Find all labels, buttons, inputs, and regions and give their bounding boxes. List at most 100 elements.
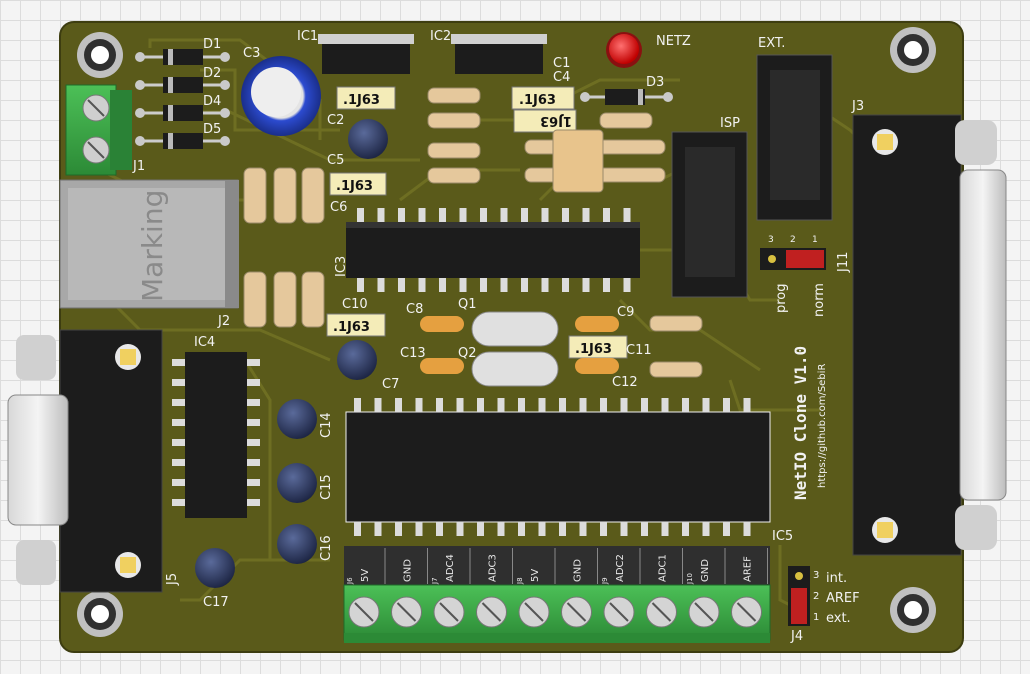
ic5-pin bbox=[743, 398, 751, 412]
rj45-marking: Marking bbox=[136, 190, 169, 302]
ic5-pin bbox=[723, 398, 730, 412]
label-ext: EXT. bbox=[758, 36, 785, 51]
j11-prog: prog bbox=[774, 283, 789, 313]
label-c14: C14 bbox=[319, 412, 334, 438]
ic3-pin bbox=[541, 278, 549, 292]
ic3-pin bbox=[459, 208, 467, 222]
label-j3: J3 bbox=[851, 99, 864, 114]
ic5-dip bbox=[345, 411, 771, 523]
ic4-pin bbox=[172, 439, 185, 446]
label-j2: J2 bbox=[217, 314, 230, 329]
board-title: NetIO Clone V1.0 bbox=[791, 346, 810, 500]
cap-value-1: .1J63 bbox=[343, 93, 380, 108]
ic3-pin bbox=[603, 278, 610, 292]
ic5-pin bbox=[559, 522, 566, 536]
ic3-pin bbox=[582, 278, 590, 292]
db9-connector-j5 bbox=[7, 329, 163, 593]
label-ic1: IC1 bbox=[297, 29, 318, 44]
header-ext bbox=[756, 54, 833, 221]
ic5-pin bbox=[436, 522, 443, 536]
ic5-pin bbox=[415, 522, 423, 536]
board-url: https://github.com/SebiR bbox=[817, 364, 828, 488]
ic5-pin bbox=[743, 522, 751, 536]
ic3-pin bbox=[562, 208, 569, 222]
j11-pin2: 2 bbox=[790, 235, 796, 245]
label-netz: NETZ bbox=[656, 34, 691, 49]
j4-pin1: 1 bbox=[813, 612, 819, 623]
jumper-j11 bbox=[760, 248, 826, 270]
ic3-pin bbox=[480, 278, 487, 292]
ic4-pin bbox=[247, 399, 260, 406]
terminal-screw-slot bbox=[694, 602, 714, 622]
ic3-pin bbox=[521, 278, 528, 292]
label-d4: D4 bbox=[203, 94, 221, 109]
ic3-pin bbox=[357, 208, 364, 222]
ic5-pin bbox=[354, 522, 361, 536]
label-c11: C11 bbox=[626, 343, 652, 358]
label-ic2: IC2 bbox=[430, 29, 451, 44]
ic5-pin bbox=[538, 398, 546, 412]
label-q2: Q2 bbox=[458, 346, 477, 361]
ic3-pin bbox=[500, 278, 508, 292]
ic5-pin bbox=[374, 522, 382, 536]
ic5-pin bbox=[702, 522, 710, 536]
ic5-pin bbox=[477, 522, 484, 536]
ic4-pin bbox=[247, 459, 260, 466]
label-c4: C4 bbox=[553, 70, 570, 85]
label-j11: J11 bbox=[836, 252, 851, 273]
ic5-pin bbox=[600, 522, 607, 536]
j4-int: int. bbox=[826, 571, 847, 586]
ic5-pin bbox=[436, 398, 443, 412]
ic3-pin bbox=[459, 278, 467, 292]
ic5-pin bbox=[518, 398, 525, 412]
label-c1: C1 bbox=[553, 56, 570, 71]
terminal-label: AREF bbox=[743, 556, 754, 582]
ic5-pin bbox=[661, 522, 669, 536]
label-j4: J4 bbox=[790, 629, 803, 644]
ic5-pin bbox=[600, 398, 607, 412]
header-isp bbox=[671, 131, 748, 298]
rotated-labels: IC3 J5 C14 C15 C16 J11 prog norm NetIO C… bbox=[136, 190, 851, 586]
ic3-pin bbox=[377, 208, 385, 222]
ic5-pin bbox=[497, 522, 505, 536]
ic3-pin bbox=[439, 278, 446, 292]
ic5-pin bbox=[620, 398, 628, 412]
label-j5: J5 bbox=[165, 573, 180, 586]
terminal-label: ADC4 bbox=[445, 554, 456, 582]
terminal-label: 5V bbox=[360, 569, 371, 582]
ic3-pin bbox=[562, 278, 569, 292]
ic5-pin bbox=[395, 522, 402, 536]
ic3-pin bbox=[398, 278, 405, 292]
ic5-pin bbox=[374, 398, 382, 412]
ic5-pin bbox=[579, 398, 587, 412]
terminal-screw-slot bbox=[481, 602, 502, 622]
cap-value-3: .1J63 bbox=[336, 179, 373, 194]
terminal-label: ADC2 bbox=[615, 554, 626, 582]
ic4-pin bbox=[172, 359, 185, 366]
ic5-pin bbox=[354, 398, 361, 412]
ic5-pin bbox=[395, 398, 402, 412]
terminal-screw-slot bbox=[609, 602, 629, 622]
terminal-group-label: J8 bbox=[516, 577, 524, 585]
rj45-jack bbox=[59, 179, 239, 309]
ic3-pin bbox=[623, 278, 631, 292]
ic3-pin bbox=[480, 208, 487, 222]
ic4-dip bbox=[185, 352, 247, 518]
label-c15: C15 bbox=[319, 474, 334, 500]
ic5-pin bbox=[518, 522, 525, 536]
bead-caps bbox=[420, 316, 619, 374]
ic3-pin bbox=[603, 208, 610, 222]
label-isp: ISP bbox=[720, 116, 740, 131]
cap-value-rotated: 1J63 bbox=[540, 113, 572, 128]
cap-value-4: .1J63 bbox=[333, 320, 370, 335]
label-c7: C7 bbox=[382, 377, 399, 392]
mounting-holes bbox=[77, 27, 936, 637]
cap-value-5: .1J63 bbox=[575, 342, 612, 357]
terminal-group-label: J7 bbox=[431, 577, 439, 585]
label-c8: C8 bbox=[406, 302, 423, 317]
c3-electrolytic bbox=[241, 56, 321, 136]
ic3-pin bbox=[398, 208, 405, 222]
label-c16: C16 bbox=[319, 535, 334, 561]
ic3-pin bbox=[582, 208, 590, 222]
